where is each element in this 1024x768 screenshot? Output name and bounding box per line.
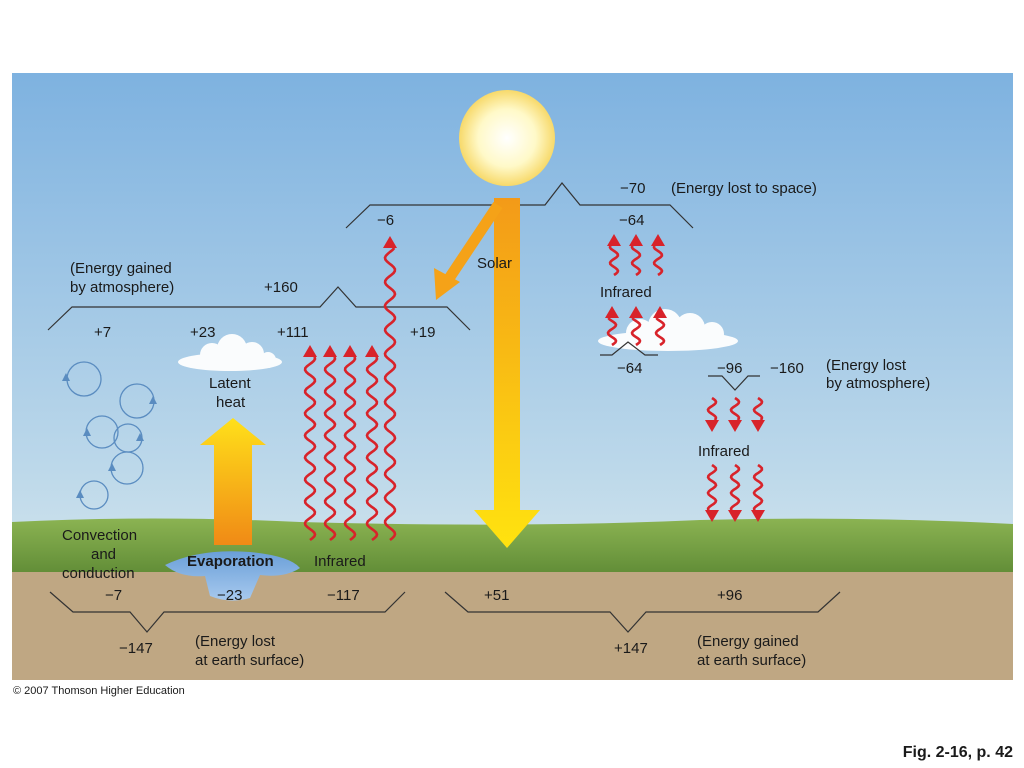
infrared-back-short-1 xyxy=(705,396,719,432)
evaporation-label: Evaporation xyxy=(187,553,274,570)
infrared-ground-arrow-2 xyxy=(323,345,337,542)
atmosphere-lost-96: −96 xyxy=(717,360,742,377)
solar-arrow xyxy=(474,198,540,548)
infrared-top-arrow-3 xyxy=(651,234,665,277)
lost-to-space-value: −70 xyxy=(620,180,645,197)
atmosphere-total: +160 xyxy=(264,279,298,296)
ir-top-right-value: −64 xyxy=(619,212,644,229)
infrared-cloud-arrow-3 xyxy=(653,306,667,347)
atmosphere-plus7: +7 xyxy=(94,324,111,341)
infrared-ground-label: Infrared xyxy=(314,553,366,570)
infrared-space-arrow xyxy=(383,236,397,542)
lost-by-atmosphere-line1: (Energy lost xyxy=(826,357,907,374)
surface-gain-bracket-line xyxy=(444,591,841,633)
surface-loss-bracket-line xyxy=(49,591,406,633)
convection-line2: and xyxy=(91,546,116,563)
figure-reference: Fig. 2-16, p. 42 xyxy=(903,744,1013,761)
surface-minus7: −7 xyxy=(105,587,122,604)
convection-line3: conduction xyxy=(62,565,135,582)
infrared-ground-arrow-1 xyxy=(303,345,317,542)
infrared-back-arrow-3 xyxy=(751,463,765,522)
cloud-left xyxy=(178,334,282,371)
lost-at-surface-line2: at earth surface) xyxy=(195,652,304,669)
atmosphere-plus111: +111 xyxy=(277,324,309,341)
infrared-arrows xyxy=(303,234,765,542)
lost-to-space-label: (Energy lost to space) xyxy=(671,180,817,197)
copyright-text: © 2007 Thomson Higher Education xyxy=(13,685,185,697)
surface-plus96: +96 xyxy=(717,587,742,604)
gained-by-atmosphere-line1: (Energy gained xyxy=(70,260,172,277)
infrared-top-arrow-1 xyxy=(607,234,621,277)
atmosphere-gain-bracket-line xyxy=(47,286,471,331)
sun xyxy=(459,90,555,186)
surface-gain-total: +147 xyxy=(614,640,648,657)
cloud-value: −64 xyxy=(617,360,642,377)
atmosphere-plus19: +19 xyxy=(410,324,435,341)
infrared-back-arrow-1 xyxy=(705,463,719,522)
atmosphere-plus23: +23 xyxy=(190,324,215,341)
latent-heat-arrow xyxy=(200,418,266,545)
solar-top-value: −6 xyxy=(377,212,394,229)
soil-layer xyxy=(12,572,1013,680)
surface-minus117: −117 xyxy=(327,587,360,604)
infrared-ground-arrow-3 xyxy=(343,345,357,542)
gained-at-surface-line1: (Energy gained xyxy=(697,633,799,650)
lost-by-atmosphere-line2: by atmosphere) xyxy=(826,375,930,392)
space-bracket-line xyxy=(345,182,694,229)
infrared-back-short-2 xyxy=(728,396,742,432)
atmosphere-loss-bracket-line xyxy=(708,375,760,391)
lost-at-surface-line1: (Energy lost xyxy=(195,633,276,650)
convection-arrowheads xyxy=(62,373,157,498)
infrared-back-short-3 xyxy=(751,396,765,432)
latent-heat-line1: Latent xyxy=(209,375,252,392)
surface-plus51: +51 xyxy=(484,587,509,604)
infrared-ground-arrow-4 xyxy=(365,345,379,542)
water-pool xyxy=(165,551,300,601)
solar-label: Solar xyxy=(477,255,512,272)
infrared-back-arrow-2 xyxy=(728,463,742,522)
infrared-lower-right-label: Infrared xyxy=(698,443,750,460)
convection-line1: Convection xyxy=(62,527,137,544)
atmosphere-lost-160: −160 xyxy=(770,360,804,377)
infrared-cloud-arrow-2 xyxy=(629,306,643,347)
infrared-top-arrow-2 xyxy=(629,234,643,277)
surface-lost-total: −147 xyxy=(119,640,153,657)
gained-by-atmosphere-line2: by atmosphere) xyxy=(70,279,174,296)
gained-at-surface-line2: at earth surface) xyxy=(697,652,806,669)
cloud-bracket-line xyxy=(600,341,658,356)
reflected-solar-arrow xyxy=(434,201,503,300)
infrared-cloud-arrow-1 xyxy=(605,306,619,347)
latent-heat-line2: heat xyxy=(216,394,246,411)
surface-minus23: −23 xyxy=(217,587,242,604)
infrared-upper-label: Infrared xyxy=(600,284,652,301)
